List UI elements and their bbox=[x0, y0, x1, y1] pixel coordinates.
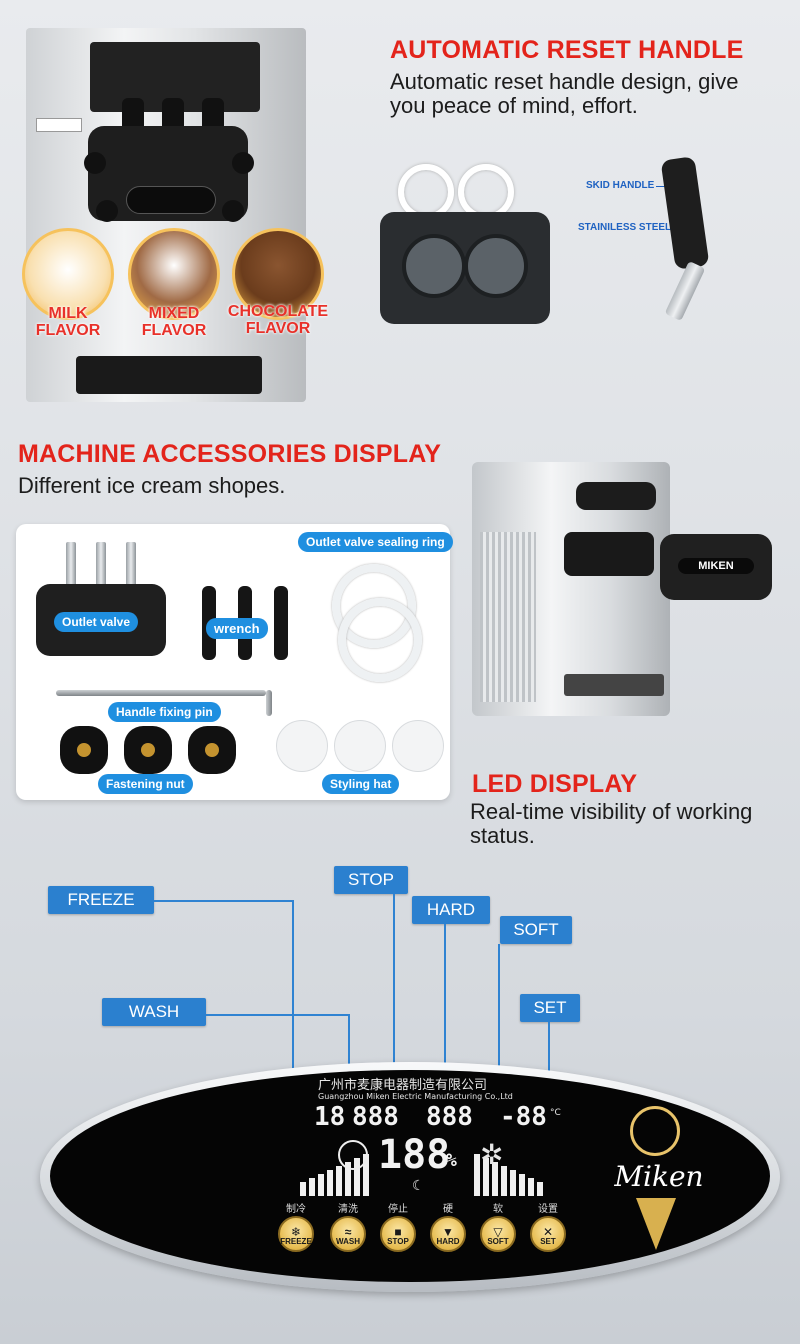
soft-cone-icon: ▽ bbox=[493, 1225, 503, 1239]
knob-icon bbox=[232, 152, 254, 174]
mixed-cone-image bbox=[128, 228, 220, 320]
lcd-mid-digits: 888 bbox=[426, 1102, 473, 1132]
machine-logo-plate bbox=[126, 186, 216, 214]
knob-icon bbox=[222, 200, 244, 222]
steel-rod-image bbox=[664, 260, 706, 322]
hard-button[interactable]: ▼HARD bbox=[430, 1216, 466, 1252]
led-desc: Real-time visibility of working status. bbox=[470, 799, 753, 848]
moon-icon: ☾ bbox=[412, 1178, 425, 1194]
soft-tag: SOFT bbox=[500, 916, 572, 944]
btn-cn-stop: 停止 bbox=[388, 1204, 408, 1215]
stop-button[interactable]: ■STOP bbox=[380, 1216, 416, 1252]
reset-handle-title: AUTOMATIC RESET HANDLE bbox=[390, 36, 744, 64]
lcd-temp-digits: -88 bbox=[500, 1102, 547, 1132]
freeze-button[interactable]: ❄FREEZE bbox=[278, 1216, 314, 1252]
btn-cn-hard: 硬 bbox=[443, 1204, 453, 1215]
stainless-steel-label: STAINILESS STEEL bbox=[578, 222, 672, 233]
accessories-title: MACHINE ACCESSORIES DISPLAY bbox=[18, 440, 442, 468]
set-button[interactable]: ✕SET bbox=[530, 1216, 566, 1252]
hard-cone-icon: ▼ bbox=[442, 1225, 454, 1239]
settings-icon: ✕ bbox=[542, 1225, 554, 1239]
btn-cn-set: 设置 bbox=[538, 1204, 558, 1215]
led-title: LED DISPLAY bbox=[472, 770, 638, 798]
styling-hat-icon bbox=[392, 720, 444, 772]
accessories-desc: Different ice cream shopes. bbox=[18, 473, 286, 498]
fixing-pin-label: Handle fixing pin bbox=[108, 702, 221, 722]
milk-cone-image bbox=[22, 228, 114, 320]
reset-handle-desc: Automatic reset handle design, give you … bbox=[390, 69, 739, 118]
nut-icon bbox=[60, 726, 108, 774]
wash-tag: WASH bbox=[102, 998, 206, 1026]
lcd-left-bargraph bbox=[300, 1150, 369, 1196]
panel-company-en: Guangzhou Miken Electric Manufacturing C… bbox=[318, 1092, 513, 1101]
motor-icon bbox=[338, 1140, 368, 1170]
hard-tag: HARD bbox=[412, 896, 490, 924]
swirl-icon bbox=[630, 1106, 680, 1156]
wash-button[interactable]: ≈WASH bbox=[330, 1216, 366, 1252]
chocolate-cone-image bbox=[232, 228, 324, 320]
set-tag: SET bbox=[520, 994, 580, 1022]
styling-hat-label: Styling hat bbox=[322, 774, 400, 794]
valve-assembly-image: MIKEN bbox=[660, 534, 772, 600]
machine-side-image bbox=[472, 462, 670, 716]
knob-icon bbox=[84, 152, 106, 174]
sealing-ring-image bbox=[338, 598, 422, 682]
panel-company-cn: 广州市麦康电器制造有限公司 bbox=[318, 1078, 488, 1093]
btn-cn-wash: 清洗 bbox=[338, 1204, 358, 1215]
fastening-nut-label: Fastening nut bbox=[98, 774, 193, 794]
accessories-card: Outlet valve wrench Outlet valve sealing… bbox=[16, 524, 453, 800]
lcd-right-bargraph bbox=[474, 1150, 543, 1196]
freeze-tag: FREEZE bbox=[48, 886, 154, 914]
nut-icon bbox=[124, 726, 172, 774]
lcd-percent: % bbox=[446, 1150, 457, 1171]
stop-tag: STOP bbox=[334, 866, 408, 894]
outlet-valve-label: Outlet valve bbox=[54, 612, 139, 632]
freeze-icon: ❄ bbox=[290, 1225, 302, 1239]
stop-icon: ■ bbox=[394, 1225, 402, 1239]
sealing-ring-label: Outlet valve sealing ring bbox=[298, 532, 453, 552]
lcd-main-digits: 188 bbox=[378, 1132, 451, 1178]
styling-hat-icon bbox=[334, 720, 386, 772]
machine-hero-image bbox=[26, 28, 306, 402]
btn-cn-freeze: 制冷 bbox=[286, 1204, 306, 1215]
lcd-left-digits: 18 bbox=[314, 1102, 346, 1132]
cone-icon bbox=[636, 1198, 676, 1250]
wash-icon: ≈ bbox=[344, 1225, 352, 1239]
valve-brand-plate: MIKEN bbox=[678, 558, 754, 574]
miken-logo: Miken bbox=[596, 1106, 716, 1256]
wrench-label: wrench bbox=[206, 618, 268, 639]
snowflake-icon: ✲ bbox=[480, 1138, 504, 1171]
soft-button[interactable]: ▽SOFT bbox=[480, 1216, 516, 1252]
brand-name: Miken bbox=[614, 1160, 704, 1193]
machine-drip-tray bbox=[76, 356, 262, 394]
nut-icon bbox=[188, 726, 236, 774]
valve-body-image bbox=[380, 212, 550, 324]
machine-model-tag bbox=[36, 118, 82, 132]
skid-handle-image bbox=[660, 156, 710, 270]
knob-icon bbox=[96, 200, 118, 222]
btn-cn-soft: 软 bbox=[493, 1204, 503, 1215]
skid-handle-label: SKID HANDLE bbox=[586, 180, 655, 191]
styling-hat-icon bbox=[276, 720, 328, 772]
lcd-unit-c: °C bbox=[550, 1108, 561, 1118]
fixing-pin-image bbox=[266, 690, 272, 716]
fixing-pin-image bbox=[56, 690, 266, 696]
lcd-count-digits: 888 bbox=[352, 1102, 399, 1132]
